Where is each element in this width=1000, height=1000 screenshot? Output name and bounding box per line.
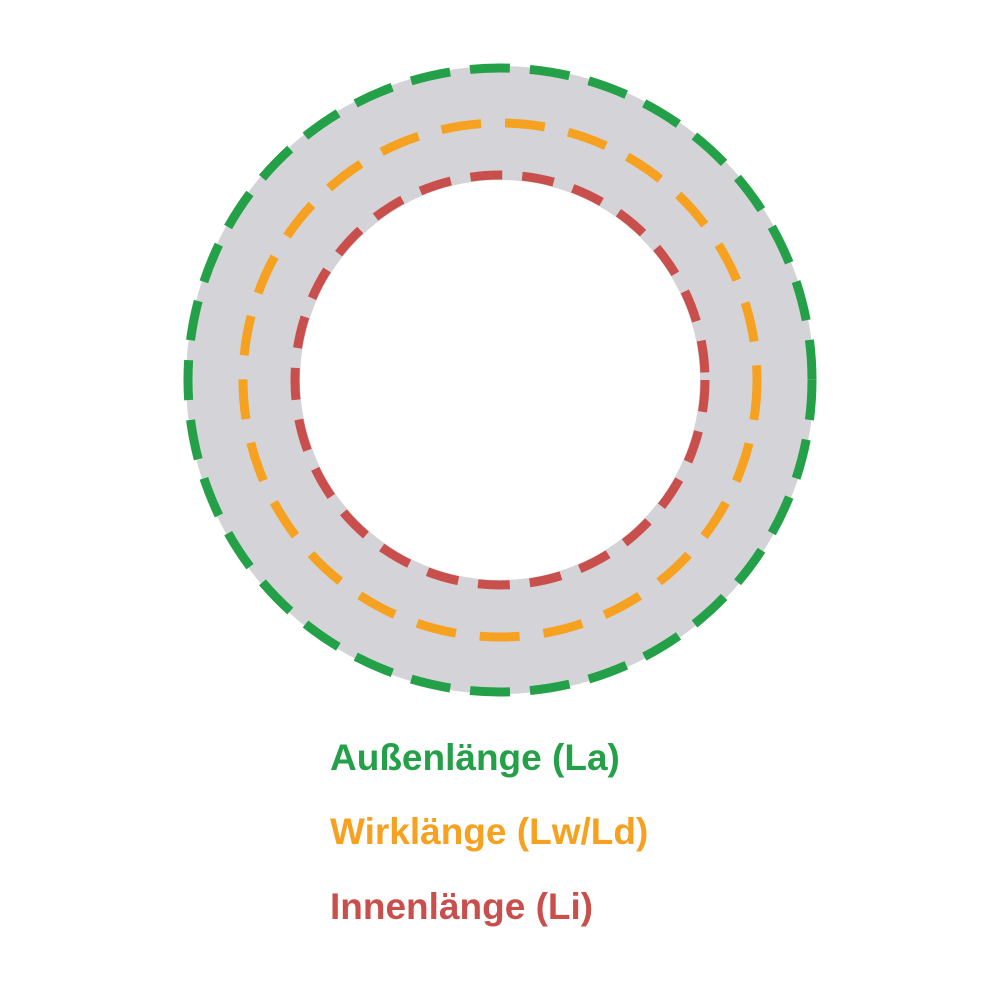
effective-length-label: Wirklänge (Lw/Ld) [330,811,649,853]
legend: Außenlänge (La) Wirklänge (Lw/Ld) Innenl… [330,736,648,929]
outer-length-circle [183,63,817,697]
effective-length-circle [238,118,762,642]
belt-diagram [183,63,817,697]
inner-length-label: Innenlänge (Li) [330,885,594,927]
outer-length-label: Außenlänge (La) [330,737,620,778]
inner-length-circle [290,170,710,590]
belt-diagram-svg [183,63,817,697]
